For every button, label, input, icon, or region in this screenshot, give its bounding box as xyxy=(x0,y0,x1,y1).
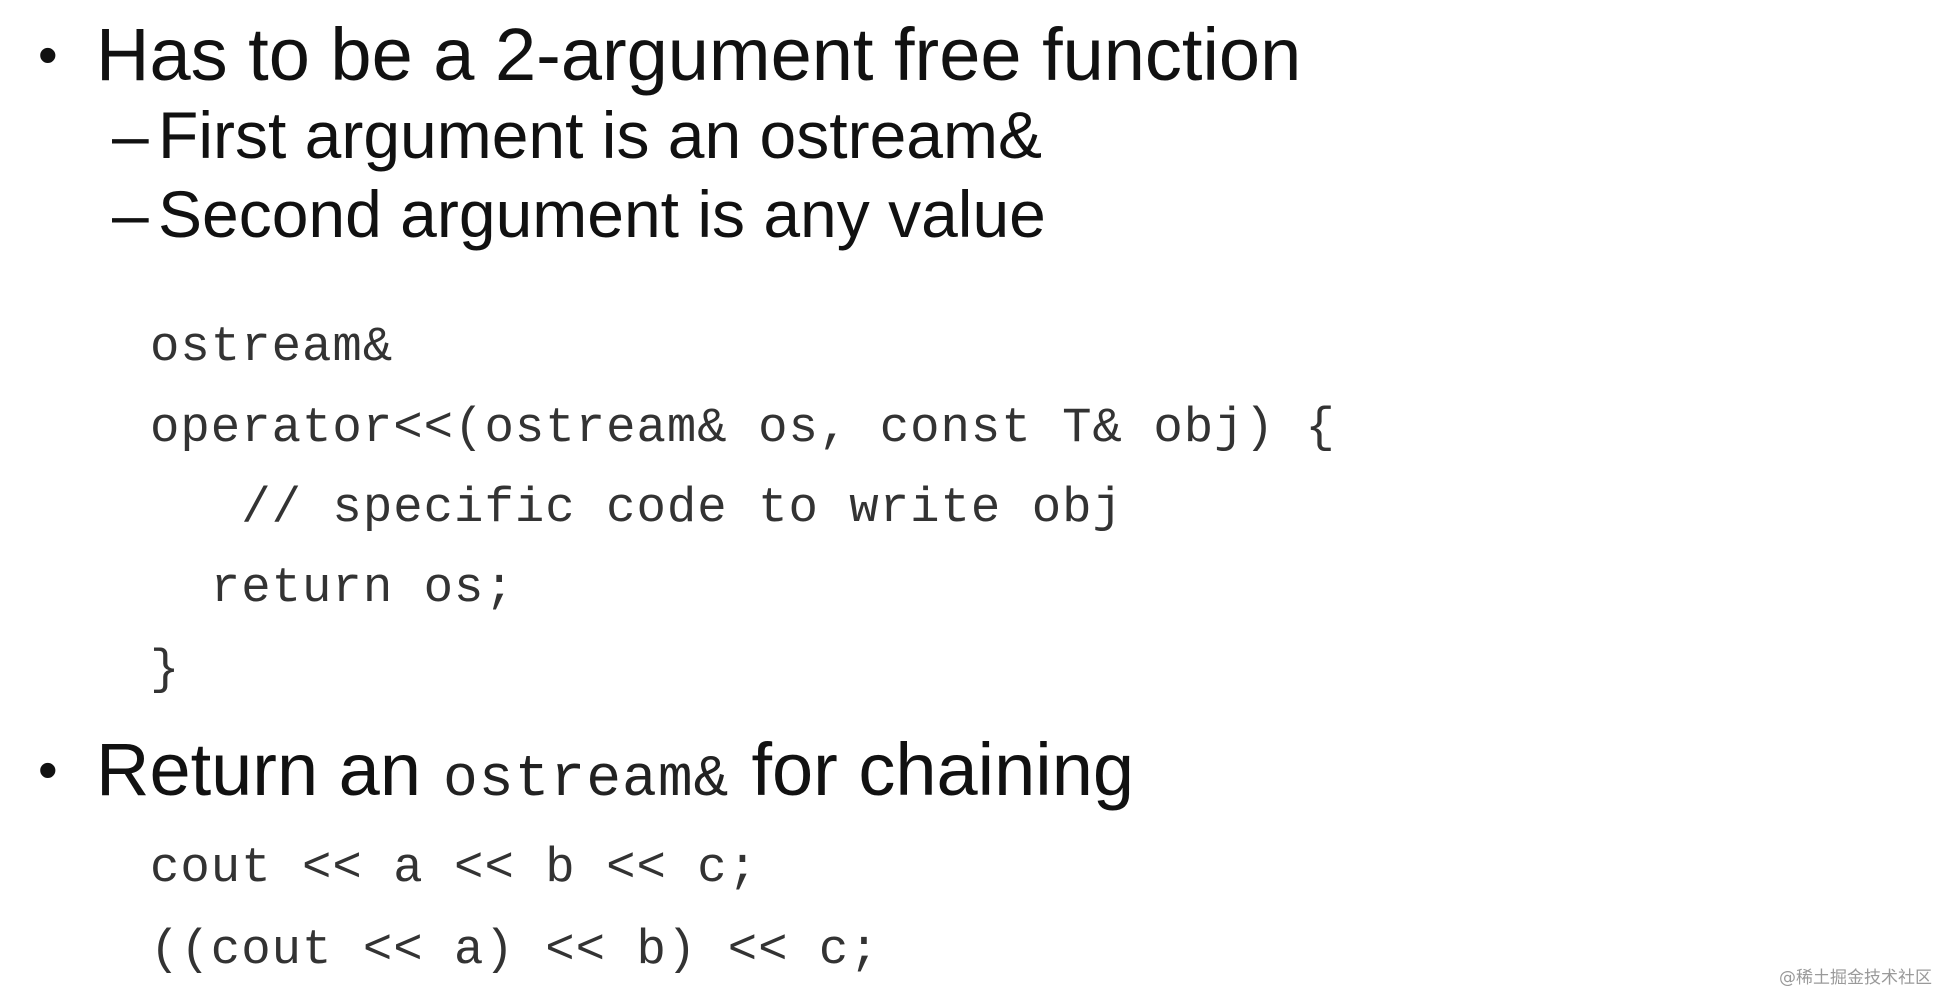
code-line: return os; xyxy=(150,560,515,616)
code-line: operator<<(ostream& os, const T& obj) { xyxy=(150,400,1336,456)
inline-code: ostream& xyxy=(442,748,730,813)
code-line: } xyxy=(150,642,181,698)
code-line: cout << a << b << c; xyxy=(150,840,759,896)
bullet-text-before: Return an xyxy=(96,728,421,811)
watermark: @稀土掘金技术社区 xyxy=(1779,968,1932,988)
sub-bullet-item-1: – First argument is an ostream& xyxy=(112,102,1042,168)
dash-marker: – xyxy=(112,98,149,172)
sub-bullet-item-2: – Second argument is any value xyxy=(112,181,1046,247)
code-line: ostream& xyxy=(150,319,394,375)
bullet-item-2: • Return an ostream& for chaining xyxy=(38,733,1134,810)
code-line: ((cout << a) << b) << c; xyxy=(150,922,880,978)
bullet-text: Has to be a 2-argument free function xyxy=(96,13,1302,96)
bullet-marker: • xyxy=(38,738,58,801)
code-line: // specific code to write obj xyxy=(150,480,1123,536)
bullet-item-1: • Has to be a 2-argument free function xyxy=(38,18,1301,92)
bullet-marker: • xyxy=(38,23,58,86)
bullet-text-after: for chaining xyxy=(751,728,1135,811)
sub-bullet-text: First argument is an ostream& xyxy=(158,98,1042,172)
sub-bullet-text: Second argument is any value xyxy=(158,177,1046,251)
dash-marker: – xyxy=(112,177,149,251)
